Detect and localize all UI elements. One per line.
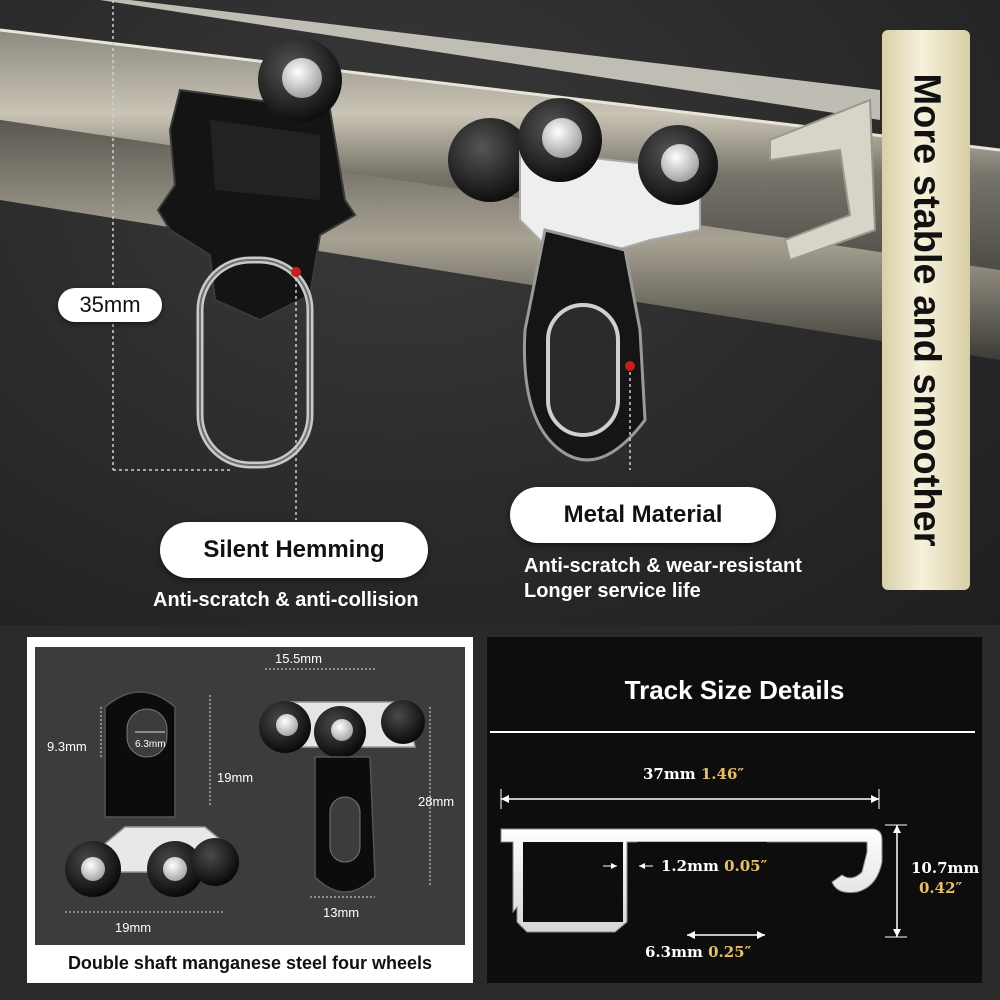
track-slot-label: 6.3mm 0.25″: [645, 943, 751, 961]
feature-title-metal-material: Metal Material: [510, 487, 776, 543]
track-height-mm: 10.7mm: [911, 859, 980, 877]
track-wall-mm: 1.2mm: [661, 857, 719, 875]
track-height-in: 0.42″: [919, 879, 963, 897]
hero-section: 35mm Silent Hemming Anti-scratch & anti-…: [0, 0, 1000, 625]
vertical-banner: More stable and smoother: [882, 30, 970, 590]
track-width-mm: 37mm: [643, 765, 696, 783]
track-slot-in: 0.25″: [708, 943, 752, 961]
track-title: Track Size Details: [624, 675, 845, 705]
dim-plate-height: 19mm: [217, 770, 254, 785]
title-divider: [490, 731, 975, 733]
feature-subtitle-right-1: Anti-scratch & wear-resistant: [524, 555, 802, 577]
track-panel: Track Size Details: [487, 637, 982, 983]
marker-dot: [291, 267, 301, 277]
track-width-label: 37mm 1.46″: [643, 765, 744, 783]
dim-hole: 6.3mm: [135, 739, 166, 750]
track-width-in: 1.46″: [700, 765, 745, 783]
dim-top-width: 15.5mm: [275, 651, 322, 666]
track-wall-in: 0.05″: [724, 857, 768, 875]
dim-total-height: 28mm: [418, 794, 455, 809]
rail-profile: [769, 98, 877, 262]
track-slot-mm: 6.3mm: [645, 943, 703, 961]
dim-plate-width: 13mm: [323, 905, 360, 920]
marker-dot: [625, 361, 635, 371]
track-profile-diagram: [500, 789, 907, 939]
wheels-illustration: [65, 668, 431, 913]
wheels-caption: Double shaft manganese steel four wheels: [67, 953, 433, 973]
banner-text: More stable and smoother: [905, 73, 948, 547]
dim-base-width: 19mm: [115, 920, 152, 935]
left-carrier: [156, 38, 357, 520]
wheels-diagram: 9.3mm 6.3mm 19mm 19mm 15.5mm 28mm 13mm: [35, 647, 465, 945]
wheels-panel: 9.3mm 6.3mm 19mm 19mm 15.5mm 28mm 13mm D…: [27, 637, 473, 983]
track-wall-label: 1.2mm 0.05″: [661, 857, 767, 875]
dim-outer-height: 9.3mm: [47, 739, 87, 754]
feature-title-silent-hemming: Silent Hemming: [160, 522, 428, 578]
feature-subtitle-left: Anti-scratch & anti-collision: [153, 589, 419, 611]
right-carrier: [448, 98, 718, 470]
height-dimension-label: 35mm: [58, 288, 162, 322]
feature-subtitle-right-2: Longer service life: [524, 580, 701, 602]
hero-illustration: [0, 0, 1000, 520]
